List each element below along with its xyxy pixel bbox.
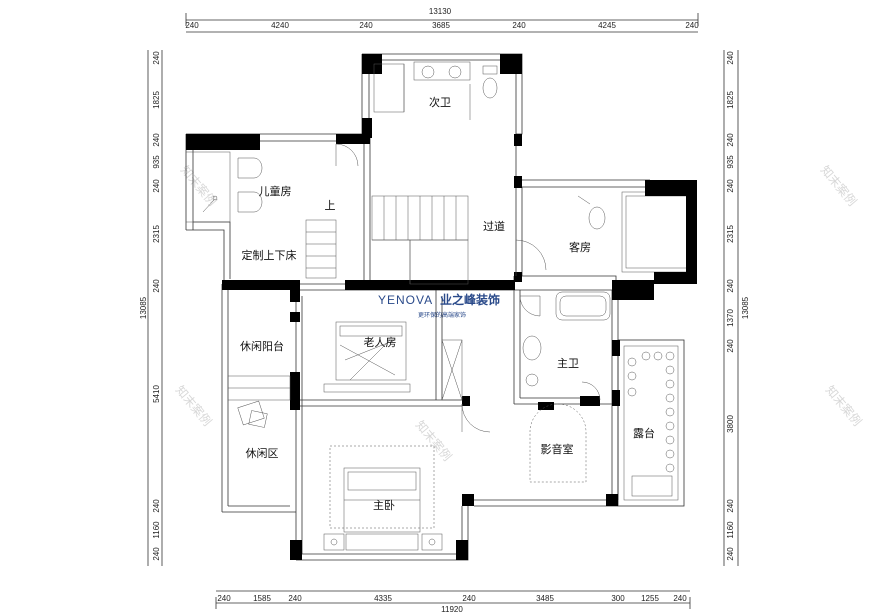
right-total-dimension: 13085: [741, 296, 750, 319]
label-leisure-balcony: 休闲阳台: [240, 339, 284, 353]
master-bed: [323, 445, 443, 551]
bottom-dim-2: 1585: [253, 594, 271, 603]
terrace-planters: [627, 351, 675, 497]
wall-outlines: [185, 53, 693, 561]
right-dim-12: 1160: [726, 521, 735, 539]
label-secondary-bath: 次卫: [429, 95, 451, 109]
right-dim-8: 1370: [726, 309, 735, 327]
watermarks: 知末案例 知末案例 知末案例 知末案例 知末案例: [173, 162, 865, 463]
label-corridor: 过道: [483, 219, 505, 233]
watermark-5: 知末案例: [413, 417, 455, 463]
right-dim-4: 935: [726, 155, 735, 169]
top-dim-2: 4240: [271, 21, 289, 30]
left-dim-9: 240: [152, 499, 161, 513]
bottom-dim-7: 300: [611, 594, 625, 603]
left-dim-1: 240: [152, 51, 161, 65]
top-dim-1: 240: [185, 21, 199, 30]
left-dim-4: 935: [152, 155, 161, 169]
label-master-bedroom: 主卧: [373, 499, 395, 512]
left-dim-2: 1825: [152, 91, 161, 109]
brand-logo-en: YENOVA: [378, 293, 433, 307]
label-kids-room: 儿童房: [259, 184, 292, 198]
right-dim-9: 240: [726, 339, 735, 353]
left-dim-7: 240: [152, 279, 161, 293]
staircase: [371, 195, 469, 285]
wall-columns: [186, 54, 697, 560]
watermark-2: 知末案例: [818, 162, 860, 208]
right-dim-11: 240: [726, 499, 735, 513]
left-dimension-chain: 13085 240 1825 240 935 240 2315 240 5410…: [139, 50, 163, 566]
right-dim-2: 1825: [726, 91, 735, 109]
room-labels: 次卫 儿童房 上 定制上下床 过道 客房 老人房 休闲阳台 主卫 休闲区 影音室…: [240, 95, 655, 512]
watermark-3: 知末案例: [173, 382, 215, 428]
right-dim-13: 240: [726, 547, 735, 561]
left-dim-10: 1160: [152, 521, 161, 539]
bottom-dim-1: 240: [217, 594, 231, 603]
left-dim-8: 5410: [152, 385, 161, 403]
right-dim-6: 2315: [726, 225, 735, 243]
label-leisure-area: 休闲区: [246, 446, 279, 460]
label-guest-room: 客房: [569, 240, 591, 254]
right-dim-10: 3800: [726, 415, 735, 433]
bottom-dimension-chain: 240 1585 240 4335 240 3485 300 1255 240 …: [215, 590, 691, 614]
label-terrace: 露台: [633, 426, 655, 440]
label-elder-room: 老人房: [364, 336, 397, 349]
bottom-dim-6: 3485: [536, 594, 554, 603]
left-total-dimension: 13085: [139, 296, 148, 319]
watermark-1: 知末案例: [178, 162, 220, 208]
top-dim-7: 240: [685, 21, 699, 30]
left-dim-11: 240: [152, 547, 161, 561]
top-dim-5: 240: [512, 21, 526, 30]
elder-room-bed: [323, 321, 411, 393]
right-dim-7: 240: [726, 279, 735, 293]
label-bunk-bed: 定制上下床: [242, 248, 297, 262]
label-master-bath: 主卫: [557, 357, 579, 370]
brand-logo: YENOVA 业之峰装饰 更环保的高端家饰: [378, 292, 500, 319]
bottom-dim-4: 4335: [374, 594, 392, 603]
bottom-total-dimension: 11920: [441, 605, 463, 614]
left-dim-6: 2315: [152, 225, 161, 243]
bottom-dim-8: 1255: [641, 594, 659, 603]
brand-slogan: 更环保的高端家饰: [418, 311, 466, 319]
left-dim-5: 240: [152, 179, 161, 193]
right-dimension-chain: 240 1825 240 935 240 2315 240 1370 240 3…: [723, 50, 750, 566]
label-media-room: 影音室: [541, 442, 574, 456]
bottom-dim-3: 240: [288, 594, 302, 603]
label-up: 上: [325, 199, 336, 212]
top-dimension-chain: 13130 240 4240 240 3685 240 4245 240: [185, 7, 699, 33]
top-dim-3: 240: [359, 21, 373, 30]
top-dim-4: 3685: [432, 21, 450, 30]
right-dim-3: 240: [726, 133, 735, 147]
brand-logo-cn: 业之峰装饰: [440, 292, 500, 307]
top-total-dimension: 13130: [429, 7, 452, 16]
media-room-sofa: [529, 403, 587, 483]
right-dim-5: 240: [726, 179, 735, 193]
right-dim-1: 240: [726, 51, 735, 65]
top-dim-6: 4245: [598, 21, 616, 30]
left-dim-3: 240: [152, 133, 161, 147]
bottom-dim-9: 240: [673, 594, 687, 603]
fixtures: [202, 61, 675, 551]
watermark-4: 知末案例: [823, 382, 865, 428]
bottom-dim-5: 240: [462, 594, 476, 603]
